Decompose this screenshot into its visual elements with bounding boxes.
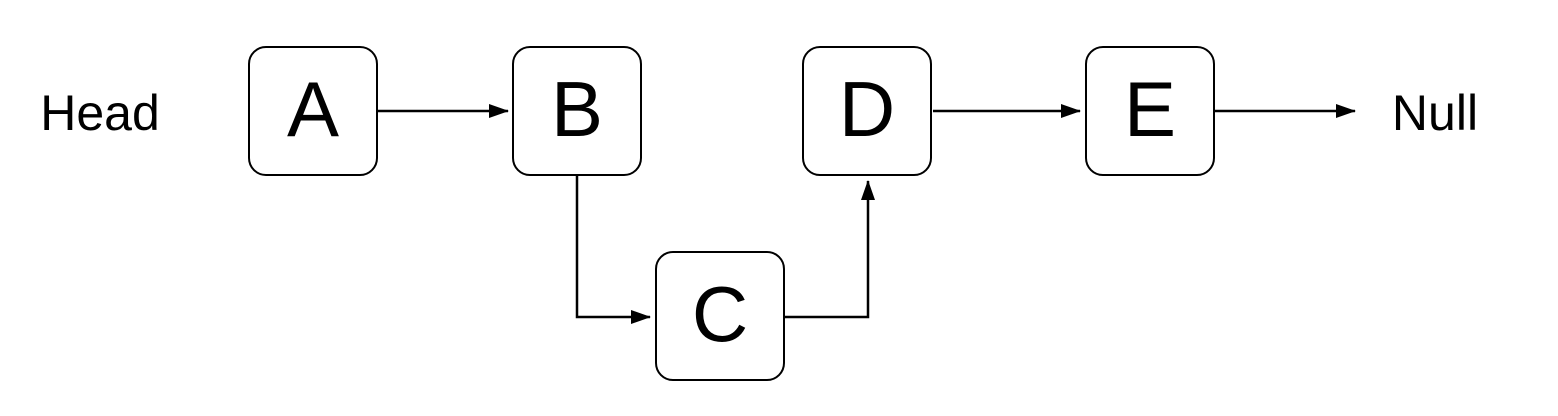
node-label-c: C (691, 270, 749, 358)
node-box-c: C (655, 251, 785, 381)
node-box-a: A (248, 46, 378, 176)
node-box-b: B (512, 46, 642, 176)
null-label: Null (1385, 86, 1485, 140)
head-label-text: Head (40, 85, 160, 141)
node-label-e: E (1123, 65, 1177, 153)
node-label-d: D (838, 65, 896, 153)
node-box-e: E (1085, 46, 1215, 176)
node-box-d: D (802, 46, 932, 176)
node-label-b: B (550, 65, 604, 153)
edge-c-d-arrow (785, 180, 875, 319)
head-label: Head (30, 86, 170, 140)
edge-b-c-arrow (575, 176, 651, 324)
node-label-a: A (286, 65, 340, 153)
null-label-text: Null (1391, 85, 1479, 141)
